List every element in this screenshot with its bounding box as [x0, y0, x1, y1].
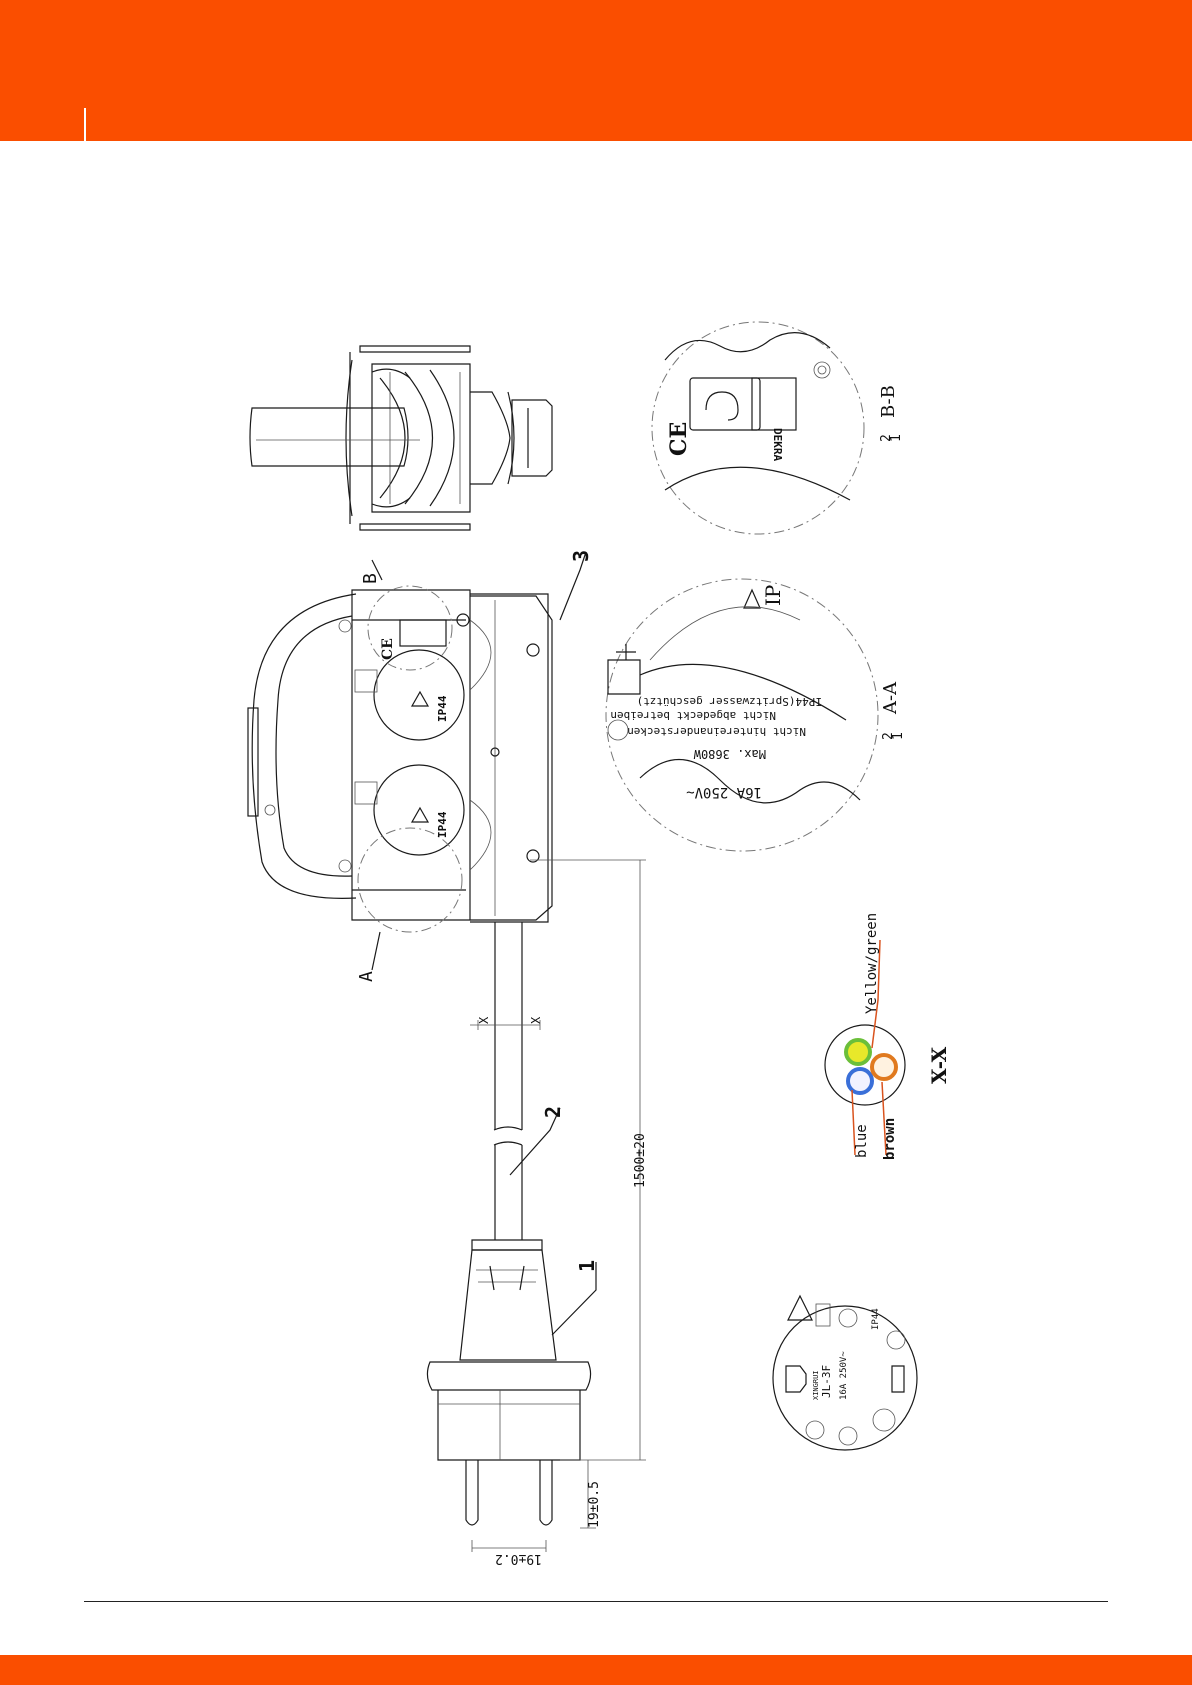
wire-label-blue: blue: [854, 1124, 870, 1158]
detail-a-rating-line2: Max. 3680W: [693, 747, 766, 761]
detail-b-ce-mark: CE: [666, 422, 692, 456]
plug-face-brand: XINGRUI: [812, 1370, 820, 1400]
detail-b-scale-den: 1: [889, 434, 904, 442]
plug-face-model: JL-3F: [820, 1365, 833, 1398]
label-part-1: 1: [575, 1260, 599, 1272]
plug-face-rating: 16A 250V~: [839, 1351, 849, 1400]
dim-pin-spacing: 19±0.2: [495, 1551, 542, 1566]
socket-ip-right: IP44: [436, 695, 449, 722]
wire-label-brown: brown: [882, 1118, 898, 1160]
footer-band: [0, 1655, 1192, 1685]
side-view: [250, 346, 552, 530]
socket-ip-left: IP44: [436, 811, 449, 838]
detail-a-marker: [358, 828, 462, 932]
dim-pin-length: 19±0.5: [587, 1481, 602, 1528]
label-cut-x-top: X: [477, 1016, 491, 1024]
socket-ce-mark: CE: [380, 638, 396, 660]
detail-a-title: A-A: [880, 681, 901, 715]
label-part-2: 2: [541, 1106, 565, 1118]
wire-yellow-green: [846, 1040, 870, 1064]
detail-a-line4: Nicht abgedeckt betreiben: [610, 709, 776, 722]
socket-block-front-view: [248, 552, 586, 970]
detail-a-ip-partial: IP: [761, 585, 785, 606]
detail-a-line5: IP44(Spritzwasser geschützt): [637, 695, 822, 708]
dim-cable-length: 1500±20: [633, 1133, 648, 1188]
label-view-a: A: [356, 971, 377, 982]
detail-a-line3: Nicht hintereinanderstecken: [627, 725, 806, 738]
wire-label-yellow-green: Yellow/green: [864, 913, 880, 1014]
detail-a-scale-den: 1: [891, 732, 906, 740]
detail-b-title: B-B: [878, 385, 899, 418]
cable-and-plug: [427, 860, 646, 1552]
cross-section-title: X-X: [927, 1046, 951, 1084]
plug-face-ip: IP44: [871, 1308, 881, 1330]
detail-b-dekra-mark: DEKRA: [771, 428, 784, 461]
label-part-3: 3: [569, 550, 593, 562]
label-view-b: B: [360, 573, 381, 584]
label-cut-x-bottom: X: [529, 1016, 543, 1024]
wire-blue: [848, 1069, 872, 1093]
detail-a-rating-line1: 16A 250V~: [686, 784, 762, 800]
footer-rule: [84, 1601, 1108, 1602]
wire-brown: [872, 1055, 896, 1079]
